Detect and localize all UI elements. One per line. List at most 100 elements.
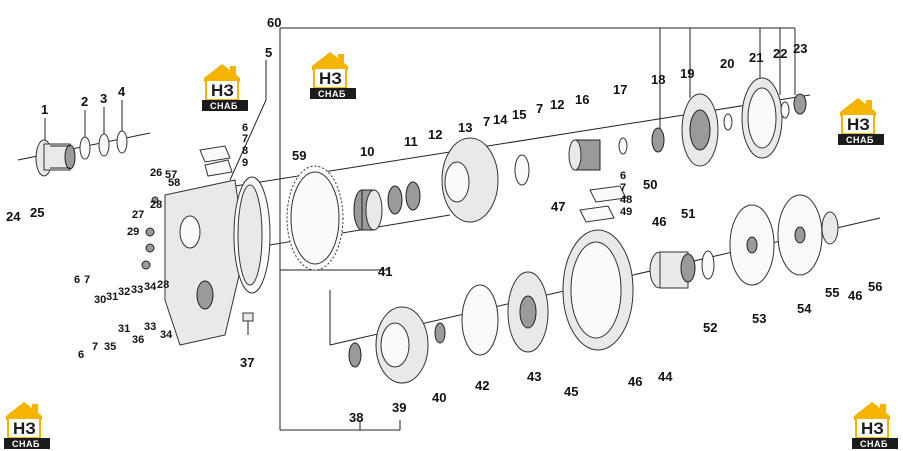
label-part-12: 12 bbox=[428, 127, 442, 142]
label-part-4: 4 bbox=[118, 84, 126, 99]
label-part-54: 54 bbox=[797, 301, 812, 316]
label-part-11: 11 bbox=[404, 134, 418, 149]
label-part-23: 23 bbox=[793, 41, 807, 56]
label-part-51: 51 bbox=[681, 206, 695, 221]
label-part-46: 46 bbox=[628, 374, 642, 389]
watermark-logo-top-right: НЗ СНАБ bbox=[837, 97, 885, 146]
label-part-50: 50 bbox=[643, 177, 657, 192]
label-part-31: 31 bbox=[106, 291, 118, 303]
svg-text:НЗ: НЗ bbox=[319, 69, 342, 88]
label-part-39: 39 bbox=[392, 400, 406, 415]
label-part-26: 26 bbox=[150, 167, 162, 179]
part-5-housing bbox=[141, 176, 271, 346]
label-part-1: 1 bbox=[41, 102, 48, 117]
label-part-32: 32 bbox=[118, 286, 130, 298]
watermark-logo-top-left: НЗ СНАБ bbox=[201, 63, 249, 112]
label-part-7-d: 7 bbox=[84, 274, 90, 286]
label-part-17: 17 bbox=[613, 82, 627, 97]
label-part-35: 35 bbox=[104, 341, 116, 353]
label-part-49: 49 bbox=[620, 206, 632, 218]
label-part-6-d: 6 bbox=[620, 170, 626, 182]
label-part-40: 40 bbox=[432, 390, 446, 405]
part-15-ring bbox=[514, 154, 530, 186]
part-39-impeller bbox=[375, 306, 429, 384]
part-18-hub bbox=[651, 127, 665, 153]
label-part-41: 41 bbox=[378, 264, 392, 279]
label-part-7-e: 7 bbox=[92, 341, 98, 353]
part-20-ring bbox=[723, 113, 733, 131]
label-part-42: 42 bbox=[475, 378, 489, 393]
part-55-plate bbox=[821, 211, 839, 245]
part-2-ring bbox=[79, 136, 91, 160]
svg-text:СНАБ: СНАБ bbox=[846, 135, 874, 145]
watermark-logo-top-center: НЗ СНАБ bbox=[309, 51, 357, 100]
label-part-20: 20 bbox=[720, 56, 734, 71]
label-part-12-b: 12 bbox=[550, 97, 564, 112]
label-part-6: 6 bbox=[242, 122, 248, 134]
part-42-o-ring bbox=[461, 284, 499, 356]
part-50-adapter bbox=[649, 251, 696, 289]
svg-text:НЗ: НЗ bbox=[861, 419, 884, 438]
label-part-22: 22 bbox=[773, 46, 787, 61]
label-part-53: 53 bbox=[752, 311, 766, 326]
label-part-31-b: 31 bbox=[118, 323, 130, 335]
label-part-6-b: 6 bbox=[74, 274, 80, 286]
part-23-bearing bbox=[793, 93, 807, 115]
label-part-3: 3 bbox=[100, 91, 107, 106]
label-part-25: 25 bbox=[30, 205, 44, 220]
label-part-2: 2 bbox=[81, 94, 88, 109]
label-part-36: 36 bbox=[132, 334, 144, 346]
label-part-7-f: 7 bbox=[620, 182, 626, 194]
label-part-5: 5 bbox=[265, 45, 272, 60]
part-13-housing bbox=[441, 137, 499, 223]
label-part-43: 43 bbox=[527, 369, 541, 384]
label-part-34: 34 bbox=[144, 281, 157, 293]
label-part-55: 55 bbox=[825, 285, 839, 300]
part-3-ring bbox=[98, 133, 110, 157]
watermark-logo-bottom-right: НЗ СНАБ bbox=[851, 401, 899, 450]
part-1-flange bbox=[35, 139, 76, 177]
svg-text:НЗ: НЗ bbox=[211, 81, 234, 100]
label-part-10: 10 bbox=[360, 144, 374, 159]
part-47-cover-plates bbox=[579, 185, 627, 223]
label-part-56: 56 bbox=[868, 279, 882, 294]
label-part-15: 15 bbox=[512, 107, 526, 122]
label-part-52: 52 bbox=[703, 320, 717, 335]
part-45-housing bbox=[562, 229, 634, 351]
part-10-gear bbox=[353, 189, 383, 231]
label-part-24: 24 bbox=[6, 209, 21, 224]
svg-text:СНАБ: СНАБ bbox=[12, 439, 40, 449]
label-part-59: 59 bbox=[292, 148, 306, 163]
part-17-ring bbox=[618, 137, 628, 155]
svg-text:СНАБ: СНАБ bbox=[318, 89, 346, 99]
label-part-48: 48 bbox=[620, 194, 632, 206]
part-8-cover bbox=[199, 145, 233, 177]
label-part-8: 8 bbox=[242, 145, 248, 157]
label-part-9: 9 bbox=[242, 157, 248, 169]
label-part-14: 14 bbox=[493, 112, 508, 127]
label-part-27: 27 bbox=[132, 209, 144, 221]
part-labels: 1 2 3 4 5 6 7 8 9 10 11 12 13 7 14 15 7 … bbox=[6, 15, 882, 425]
label-part-19: 19 bbox=[680, 66, 694, 81]
part-37-plug bbox=[242, 312, 254, 335]
svg-text:НЗ: НЗ bbox=[13, 419, 36, 438]
part-4-ring bbox=[116, 130, 128, 154]
svg-text:СНАБ: СНАБ bbox=[860, 439, 888, 449]
part-54-flexplate bbox=[777, 194, 823, 276]
label-part-46-b: 46 bbox=[652, 214, 666, 229]
part-43-plate bbox=[507, 271, 549, 353]
label-part-44: 44 bbox=[658, 369, 673, 384]
part-59-gasket bbox=[286, 165, 344, 271]
label-part-7: 7 bbox=[242, 133, 248, 145]
label-part-16: 16 bbox=[575, 92, 589, 107]
label-part-57: 57 bbox=[165, 169, 177, 181]
label-part-7-c: 7 bbox=[536, 101, 543, 116]
part-21-ring-gear bbox=[741, 77, 783, 159]
label-part-18: 18 bbox=[651, 72, 665, 87]
label-part-21: 21 bbox=[749, 50, 763, 65]
label-part-33: 33 bbox=[131, 284, 143, 296]
label-part-29: 29 bbox=[127, 226, 139, 238]
label-part-13: 13 bbox=[458, 120, 472, 135]
label-part-33-b: 33 bbox=[144, 321, 156, 333]
